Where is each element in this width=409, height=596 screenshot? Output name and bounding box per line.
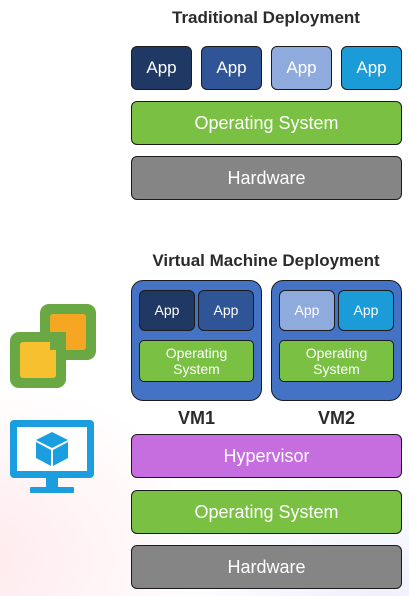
traditional-operating-system: Operating System	[131, 101, 402, 145]
vm-deployment-title: Virtual Machine Deployment	[152, 251, 380, 270]
vm1-os-line-1: Operating	[165, 344, 228, 361]
vm2-operating-system: Operating System	[279, 340, 394, 382]
vm-host-hardware: Hardware	[131, 545, 402, 589]
vm2-os-line-2: System	[313, 361, 360, 377]
hypervisor: Hypervisor	[131, 434, 402, 478]
traditional-app-3: App	[271, 46, 332, 90]
vm2-app-1: App	[279, 290, 335, 331]
vm2-app-2: App	[338, 290, 394, 331]
vm1-label: VM1	[177, 408, 215, 428]
vmware-vsphere-icon	[6, 300, 100, 392]
traditional-deployment-title: Traditional Deployment	[172, 8, 360, 27]
virtual-machine-monitor-icon	[8, 418, 96, 498]
traditional-hardware: Hardware	[131, 156, 402, 200]
vm1-app-1: App	[139, 290, 195, 331]
vm2-label: VM2	[317, 408, 355, 428]
vm2-os-line-1: Operating	[305, 344, 368, 361]
traditional-app-1: App	[131, 46, 192, 90]
vm1-os-line-2: System	[173, 361, 220, 377]
traditional-app-4: App	[341, 46, 402, 90]
vm1-app-2: App	[198, 290, 254, 331]
vm-host-operating-system: Operating System	[131, 490, 402, 534]
traditional-app-2: App	[201, 46, 262, 90]
vm1-operating-system: Operating System	[139, 340, 254, 382]
